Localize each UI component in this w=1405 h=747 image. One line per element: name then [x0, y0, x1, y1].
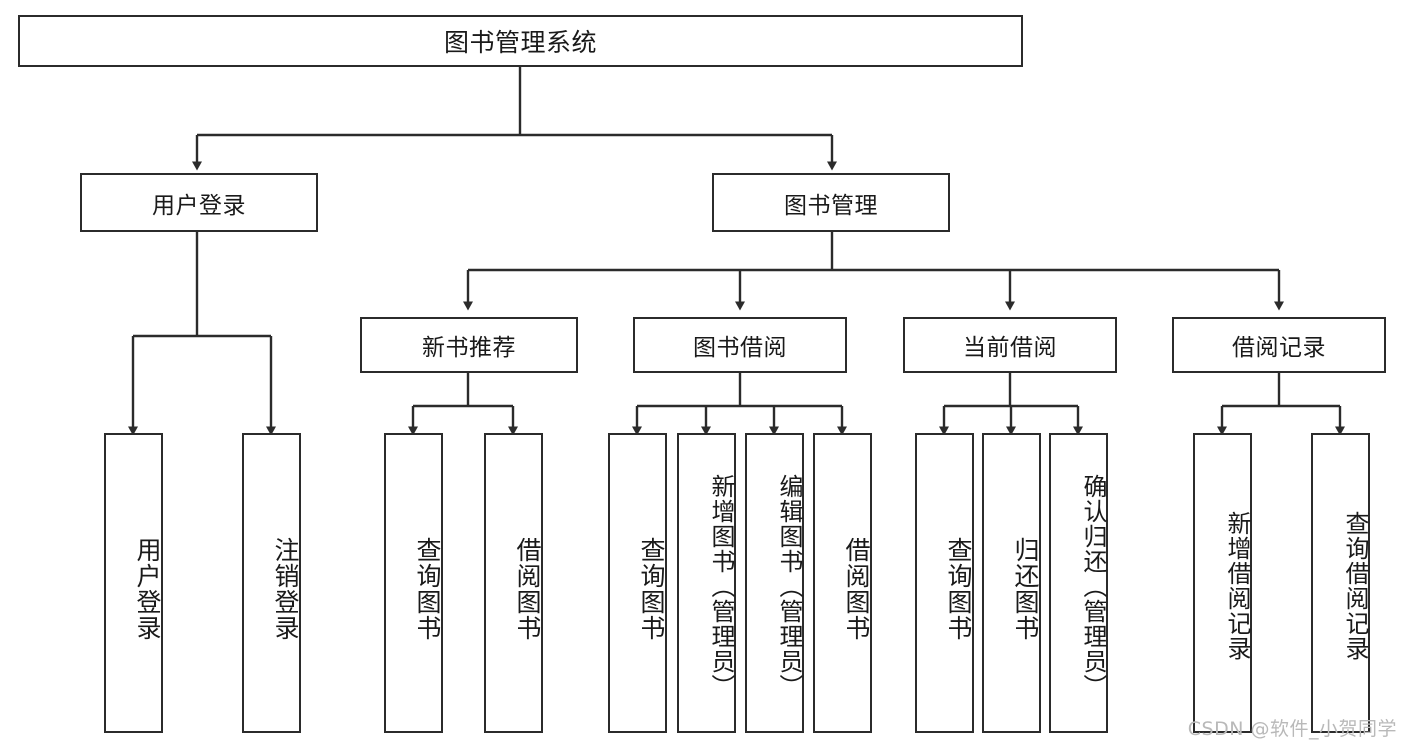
node-label: 图书管理 [784, 192, 878, 219]
leaf-current-return-book[interactable]: 归还图书 [982, 433, 1041, 733]
node-label: 归还图书 [1011, 537, 1040, 641]
node-label: 借阅图书 [842, 537, 871, 641]
node-label: 图书管理系统 [443, 28, 597, 57]
node-label: 图书借阅 [693, 335, 787, 361]
node-current-borrow[interactable]: 当前借阅 [903, 317, 1117, 373]
node-label: 确认归还（管理员） [1079, 473, 1107, 699]
node-label: 借阅图书 [513, 537, 542, 641]
node-new-book-recommend[interactable]: 新书推荐 [360, 317, 578, 373]
node-label: 查询图书 [944, 537, 973, 641]
leaf-user-login-login[interactable]: 用户登录 [104, 433, 163, 733]
leaf-record-add-borrow-record[interactable]: 新增借阅记录 [1193, 433, 1252, 733]
leaf-recommend-borrow-book[interactable]: 借阅图书 [484, 433, 543, 733]
node-label: 查询图书 [637, 537, 666, 641]
leaf-record-query-borrow-record[interactable]: 查询借阅记录 [1311, 433, 1370, 733]
node-book-management[interactable]: 图书管理 [712, 173, 950, 232]
node-label: 新增借阅记录 [1223, 511, 1251, 661]
node-label: 当前借阅 [963, 335, 1057, 361]
node-label: 借阅记录 [1232, 335, 1326, 361]
node-label: 注销登录 [271, 537, 300, 641]
leaf-recommend-query-book[interactable]: 查询图书 [384, 433, 443, 733]
node-label: 查询借阅记录 [1341, 511, 1369, 661]
node-borrow-record[interactable]: 借阅记录 [1172, 317, 1386, 373]
node-label: 用户登录 [133, 537, 162, 641]
node-label: 用户登录 [152, 192, 246, 219]
node-label: 编辑图书（管理员） [775, 473, 803, 699]
leaf-borrow-query-book[interactable]: 查询图书 [608, 433, 667, 733]
watermark: CSDN @软件_小贺同学 [1187, 718, 1397, 740]
node-root-book-management-system[interactable]: 图书管理系统 [18, 15, 1023, 67]
leaf-borrow-edit-book-admin[interactable]: 编辑图书（管理员） [745, 433, 804, 733]
node-book-borrow[interactable]: 图书借阅 [633, 317, 847, 373]
leaf-borrow-borrow-book[interactable]: 借阅图书 [813, 433, 872, 733]
leaf-user-login-logout[interactable]: 注销登录 [242, 433, 301, 733]
node-user-login[interactable]: 用户登录 [80, 173, 318, 232]
leaf-current-confirm-return-admin[interactable]: 确认归还（管理员） [1049, 433, 1108, 733]
leaf-current-query-book[interactable]: 查询图书 [915, 433, 974, 733]
node-label: 新书推荐 [422, 335, 516, 361]
node-label: 查询图书 [413, 537, 442, 641]
node-label: 新增图书（管理员） [707, 473, 735, 699]
leaf-borrow-add-book-admin[interactable]: 新增图书（管理员） [677, 433, 736, 733]
